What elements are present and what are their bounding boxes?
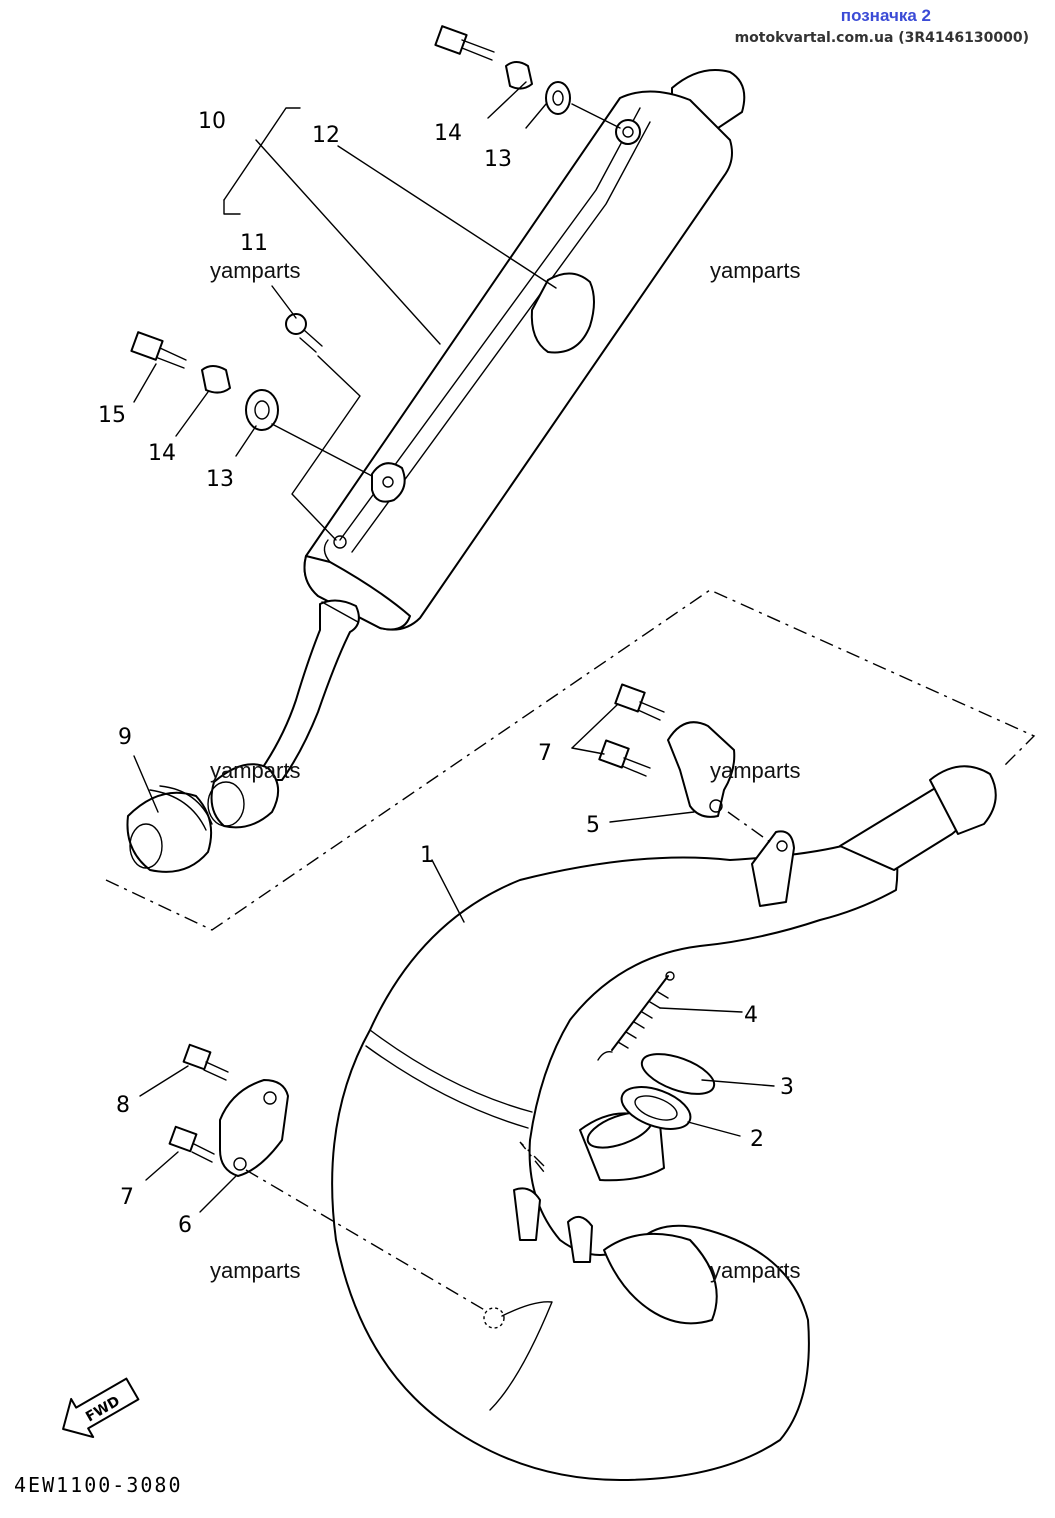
callout-9: 9 bbox=[118, 725, 132, 750]
callout-14-upper: 14 bbox=[434, 121, 462, 146]
diagram-title: позначка 2 bbox=[840, 6, 931, 25]
source-reference: motokvartal.com.ua (3R4146130000) bbox=[734, 30, 1029, 46]
fwd-arrow-icon: FWD bbox=[62, 1377, 140, 1439]
small-bolt-11 bbox=[285, 313, 323, 353]
watermark-4: yamparts bbox=[710, 758, 800, 783]
callout-2: 2 bbox=[750, 1127, 764, 1152]
watermark-3: yamparts bbox=[210, 758, 300, 783]
callout-10: 10 bbox=[198, 109, 226, 134]
expansion-chamber bbox=[331, 765, 997, 1481]
bracket-part-6 bbox=[168, 1043, 489, 1313]
o-ring-part-3 bbox=[640, 1053, 716, 1095]
joint-part-9 bbox=[126, 785, 213, 873]
callout-7-lower: 7 bbox=[120, 1185, 134, 1210]
callout-3: 3 bbox=[780, 1075, 794, 1100]
callout-13-upper: 13 bbox=[484, 147, 512, 172]
callout-15: 15 bbox=[98, 403, 126, 428]
callout-11: 11 bbox=[240, 231, 268, 256]
lower-leader-lines bbox=[139, 811, 775, 1213]
callout-14-lower: 14 bbox=[148, 441, 176, 466]
callout-8: 8 bbox=[116, 1093, 130, 1118]
callout-13-lower: 13 bbox=[206, 467, 234, 492]
gasket-part-2 bbox=[620, 1086, 692, 1130]
callout-7-upper: 7 bbox=[538, 741, 552, 766]
watermark-6: yamparts bbox=[710, 1258, 800, 1283]
bracket-part-5 bbox=[571, 683, 771, 843]
upper-bolt-set bbox=[434, 25, 571, 115]
callout-5: 5 bbox=[586, 813, 600, 838]
callout-4: 4 bbox=[744, 1003, 758, 1028]
watermark-5: yamparts bbox=[210, 1258, 300, 1283]
watermark-1: yamparts bbox=[210, 258, 300, 283]
watermarks: yamparts yamparts yamparts yamparts yamp… bbox=[210, 258, 800, 1283]
silencer bbox=[207, 69, 746, 829]
lower-bolt-set bbox=[130, 331, 279, 431]
callout-12: 12 bbox=[312, 123, 340, 148]
leader-lines bbox=[133, 81, 621, 813]
assembly-boundary bbox=[105, 589, 1036, 931]
callout-1: 1 bbox=[420, 843, 434, 868]
spring-part-4 bbox=[597, 971, 675, 1061]
watermark-2: yamparts bbox=[710, 258, 800, 283]
callout-labels: 10 12 11 14 13 15 14 13 9 7 5 1 4 3 2 8 … bbox=[98, 109, 794, 1238]
callout-6: 6 bbox=[178, 1213, 192, 1238]
diagram-code: 4EW1100-3080 bbox=[14, 1473, 183, 1497]
